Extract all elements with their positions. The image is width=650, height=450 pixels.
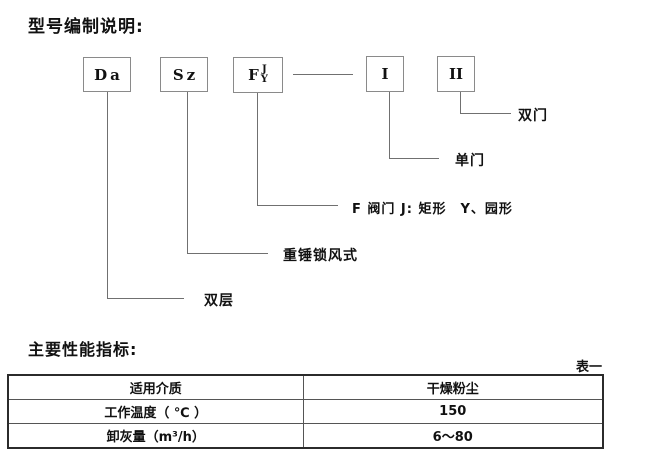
model-code-box-roman-two: II xyxy=(437,56,475,92)
model-designation-title: 型号编制说明: xyxy=(28,17,144,37)
connector-line-two-vertical xyxy=(460,92,461,113)
performance-section-title: 主要性能指标: xyxy=(28,340,138,359)
table-cell-temperature-value: 150 xyxy=(302,399,604,424)
connector-line-two-horizontal xyxy=(460,113,511,114)
connector-line-da-vertical xyxy=(107,92,108,298)
callout-hammer-airlock: 重锤锁风式 xyxy=(283,248,358,264)
callout-single-door: 单门 xyxy=(455,153,485,169)
callout-valve-shapes: F 阀门 J: 矩形 Y、园形 xyxy=(352,202,513,217)
box-label-roman-two: II xyxy=(448,65,464,83)
table-number-tag: 表一 xyxy=(575,360,602,375)
table-cell-discharge-name: 卸灰量（m³/h） xyxy=(7,423,304,449)
box-label-f: F xyxy=(248,66,259,84)
model-code-box-sz: Sz xyxy=(160,57,208,92)
callout-double-layer: 双层 xyxy=(204,293,234,309)
table-cell-medium-value: 干燥粉尘 xyxy=(302,374,604,400)
connector-line-f-to-one xyxy=(293,74,353,75)
model-code-box-f: F J Y xyxy=(233,57,283,93)
box-f-variant-top: J xyxy=(261,64,267,75)
table-row-temperature: 工作温度（ ℃ ） 150 xyxy=(7,399,604,424)
table-cell-medium-name: 适用介质 xyxy=(7,374,304,400)
box-label-sz: Sz xyxy=(172,65,199,84)
box-label-da: Da xyxy=(94,65,123,84)
box-label-roman-one: I xyxy=(381,65,389,83)
connector-line-sz-vertical xyxy=(187,92,188,253)
connector-line-sz-horizontal xyxy=(187,253,268,254)
table-cell-temperature-name: 工作温度（ ℃ ） xyxy=(7,399,304,424)
box-f-variant-bottom: Y xyxy=(260,74,268,85)
table-row-discharge: 卸灰量（m³/h） 6～80 xyxy=(7,423,604,449)
connector-line-da-horizontal xyxy=(107,298,184,299)
connector-line-f-vertical xyxy=(257,93,258,205)
model-code-box-roman-one: I xyxy=(366,56,404,92)
performance-table: 适用介质 干燥粉尘 工作温度（ ℃ ） 150 卸灰量（m³/h） 6～80 xyxy=(7,374,604,449)
connector-line-one-vertical xyxy=(389,92,390,158)
box-f-variant-stack: J Y xyxy=(261,65,268,85)
callout-double-door: 双门 xyxy=(518,108,548,124)
connector-line-one-horizontal xyxy=(389,158,439,159)
model-code-box-da: Da xyxy=(83,57,131,92)
table-cell-discharge-value: 6～80 xyxy=(302,423,604,449)
connector-line-f-horizontal xyxy=(257,205,338,206)
table-row-medium: 适用介质 干燥粉尘 xyxy=(7,374,604,400)
